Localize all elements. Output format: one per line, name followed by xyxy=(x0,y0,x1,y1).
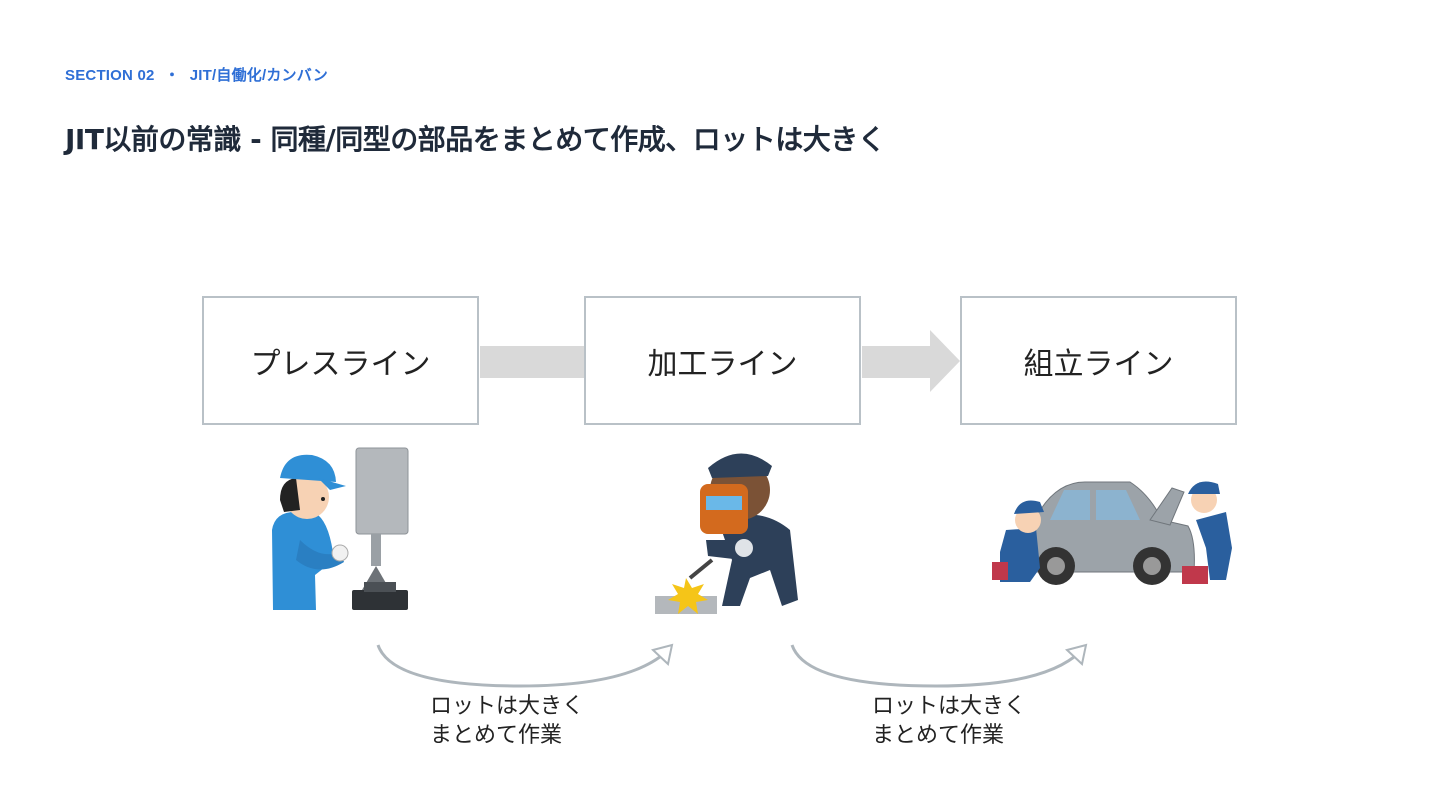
welder-illustration xyxy=(655,453,798,614)
connector-bar-1 xyxy=(480,346,585,378)
car-mechanics-illustration xyxy=(992,481,1232,585)
lot-note-line2: まとめて作業 xyxy=(430,723,563,748)
slide-title: JIT以前の常識 - 同種/同型の部品をまとめて作成、ロットは大きく xyxy=(65,123,886,156)
process-box-assembly: 組立ライン xyxy=(960,296,1237,425)
lot-note-2: ロットは大きく まとめて作業 xyxy=(872,692,1026,750)
process-box-machining: 加工ライン xyxy=(584,296,861,425)
lot-note-line1: ロットは大きく xyxy=(430,694,585,719)
curved-arrow-2 xyxy=(790,643,1088,688)
section-topic: JIT/自働化/カンバン xyxy=(189,67,328,84)
lot-note-line2: まとめて作業 xyxy=(872,723,1005,748)
curved-arrow-1 xyxy=(376,643,674,688)
section-separator: ・ xyxy=(164,67,180,84)
press-worker-illustration xyxy=(272,447,409,610)
process-box-press: プレスライン xyxy=(202,296,479,425)
lot-note-line1: ロットは大きく xyxy=(872,694,1027,719)
section-number: SECTION 02 xyxy=(65,67,155,84)
lot-note-1: ロットは大きく まとめて作業 xyxy=(430,692,584,750)
section-label: SECTION 02 ・ JIT/自働化/カンバン xyxy=(65,64,328,85)
connector-arrow-2 xyxy=(862,330,960,392)
